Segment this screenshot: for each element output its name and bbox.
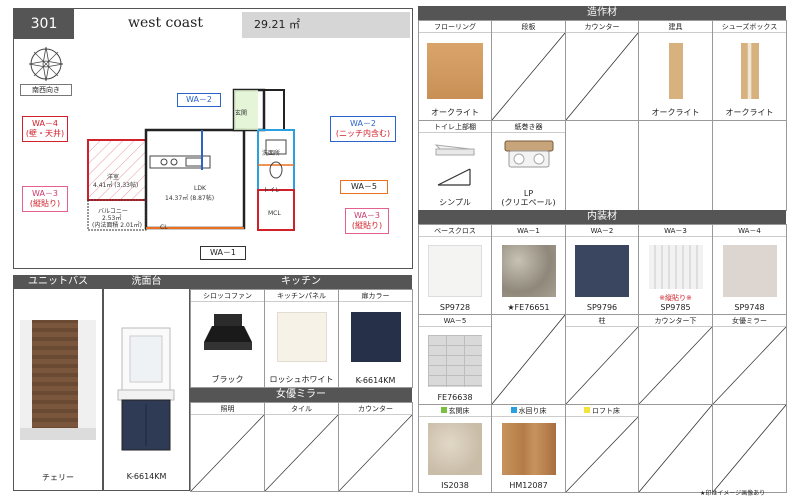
- kitchen-door-cell: 扉カラー K-6614KM: [338, 289, 413, 388]
- floorplan-drawing: [87, 88, 295, 231]
- callout-wa2-right: WA－2 (ニッチ内含む): [330, 116, 396, 142]
- unit-bath-image: [20, 320, 96, 440]
- naisou-wa1-cell: WA－1 ★FE76651: [491, 224, 566, 315]
- naisou-loft-floor-cell: ロフト床: [565, 404, 639, 493]
- naisou-counter-under-cell: カウンター下: [638, 314, 713, 405]
- naisou-entrance-floor-cell: 玄関床 IS2038: [418, 404, 492, 493]
- area-value: 29.21 ㎡: [254, 18, 300, 31]
- room-balcony-note: (内法面積 2.01㎡): [92, 222, 142, 229]
- kitchen-table: シロッコファン ブラック キッチンパネル ロッシュホワイト 扉カラー K-661…: [190, 289, 413, 388]
- range-hood-icon: [203, 314, 252, 350]
- kitchen-panel-cell: キッチンパネル ロッシュホワイト: [264, 289, 339, 388]
- zousaku-empty-cell-2: [638, 120, 713, 211]
- wa2-swatch: [575, 245, 629, 297]
- room-balcony-label: バルコニー: [98, 208, 128, 215]
- naisou-base-cloth-cell: ベースクロス SP9728: [418, 224, 492, 315]
- wa4-swatch: [722, 245, 777, 297]
- vanity-header: 洗面台: [103, 275, 190, 289]
- bath-floor: [20, 428, 96, 440]
- shelf-icon: [434, 144, 476, 186]
- zousaku-header: 造作材: [418, 6, 786, 20]
- footer-note: ★印はイメージ画像あり: [700, 490, 766, 497]
- zousaku-paper-holder-cell: 紙巻き器 LP (クリエペール): [491, 120, 566, 211]
- room-mcl-label: MCL: [268, 210, 281, 217]
- entrance-floor-swatch: [428, 423, 482, 475]
- room-cl-label: CL: [160, 224, 168, 231]
- naisou-wet-floor-cell: 水回り床 HM12087: [491, 404, 566, 493]
- callout-wa4: WA－4 (壁・天井): [22, 116, 68, 142]
- zousaku-toilet-shelf-cell: トイレ上部棚 シンプル: [418, 120, 492, 211]
- loft-legend-swatch: [584, 407, 590, 413]
- mirror-table: 照明 タイル カウンター: [190, 402, 413, 492]
- wa3-swatch: [648, 245, 703, 289]
- zousaku-stair-cell: 段板: [491, 20, 566, 121]
- room-washroom-label: 洗面所: [262, 150, 281, 157]
- room-ldk-label: LDK: [194, 185, 206, 192]
- wa1-swatch: [501, 245, 556, 297]
- mirror-counter-cell: カウンター: [338, 402, 413, 492]
- naisou-wa5-cell: WA－5 FE76638: [418, 314, 492, 405]
- wa5-swatch: [428, 335, 482, 387]
- mirror-light-cell: 照明: [190, 402, 265, 492]
- paper-holder-icon: [504, 140, 553, 168]
- kitchen-header: キッチン: [190, 275, 412, 289]
- callout-wa5: WA－5: [340, 180, 388, 194]
- mirror-tile-cell: タイル: [264, 402, 339, 492]
- zousaku-table: フローリング オークライト 段板 カウンター 建具 オークライト シューズボック…: [418, 20, 787, 211]
- callout-wa1: WA－1: [200, 246, 246, 260]
- naisou-table: ベースクロス SP9728 WA－1 ★FE76651 WA－2 SP9796 …: [418, 224, 787, 493]
- area-box: 29.21 ㎡: [242, 12, 410, 38]
- flooring-swatch: [427, 43, 483, 99]
- naisou-empty-diag-1: [491, 314, 566, 405]
- wet-floor-legend-swatch: [510, 407, 517, 413]
- building-name: west coast: [128, 15, 203, 31]
- bath-caption: チェリー: [42, 473, 74, 482]
- naisou-wa3-cell: WA－3 ※縦貼り※ SP9785: [638, 224, 713, 315]
- cherry-wall-panel: [32, 320, 78, 440]
- zousaku-empty-cell-3: [712, 120, 787, 211]
- callout-wa3-left: WA－3 (縦貼り): [22, 186, 68, 212]
- door-swatch: [668, 43, 683, 99]
- compass-icon: [28, 46, 64, 82]
- naisou-header: 内装材: [418, 210, 786, 224]
- naisou-pillar-cell: 柱: [565, 314, 639, 405]
- zousaku-shoebox-cell: シューズボックス オークライト: [712, 20, 787, 121]
- room-number-badge: 301: [14, 9, 74, 39]
- callout-wa2-top: WA－2: [177, 93, 221, 107]
- base-cloth-swatch: [428, 245, 482, 297]
- room-western-label: 洋室: [107, 174, 120, 181]
- bath-header: ユニットバス: [13, 275, 103, 289]
- naisou-wa2-cell: WA－2 SP9796: [565, 224, 639, 315]
- entrance-legend-swatch: [440, 407, 447, 413]
- room-western-size: 4.41㎡ (3.33帖): [93, 182, 139, 189]
- zousaku-door-cell: 建具 オークライト: [638, 20, 713, 121]
- naisou-mirror-cell: 女優ミラー: [712, 314, 787, 405]
- callout-wa3-right: WA－3 (縦貼り): [345, 208, 389, 234]
- kitchen-panel-swatch: [276, 312, 327, 362]
- naisou-empty-diag-2: [638, 404, 713, 493]
- zousaku-counter-cell: カウンター: [565, 20, 639, 121]
- room-entrance-label: 玄関: [235, 110, 248, 117]
- kitchen-door-swatch: [350, 312, 401, 362]
- shoebox-swatch: [740, 43, 759, 99]
- room-ldk-size: 14.37㎡ (8.87帖): [165, 195, 215, 202]
- vanity-caption: K-6614KM: [126, 472, 167, 481]
- room-toilet-label: トイレ: [263, 187, 282, 194]
- zousaku-empty-cell-1: [565, 120, 639, 211]
- kitchen-fan-cell: シロッコファン ブラック: [190, 289, 265, 388]
- vanity-image: [117, 327, 175, 451]
- zousaku-flooring-cell: フローリング オークライト: [418, 20, 492, 121]
- orientation-label: 南西向き: [20, 84, 72, 96]
- room-number: 301: [30, 16, 58, 32]
- naisou-empty-diag-3: [712, 404, 787, 493]
- mirror-header: 女優ミラー: [190, 388, 412, 402]
- wet-floor-swatch: [501, 423, 556, 475]
- room-balcony-size: 2.53㎡: [102, 215, 122, 222]
- naisou-wa4-cell: WA－4 SP9748: [712, 224, 787, 315]
